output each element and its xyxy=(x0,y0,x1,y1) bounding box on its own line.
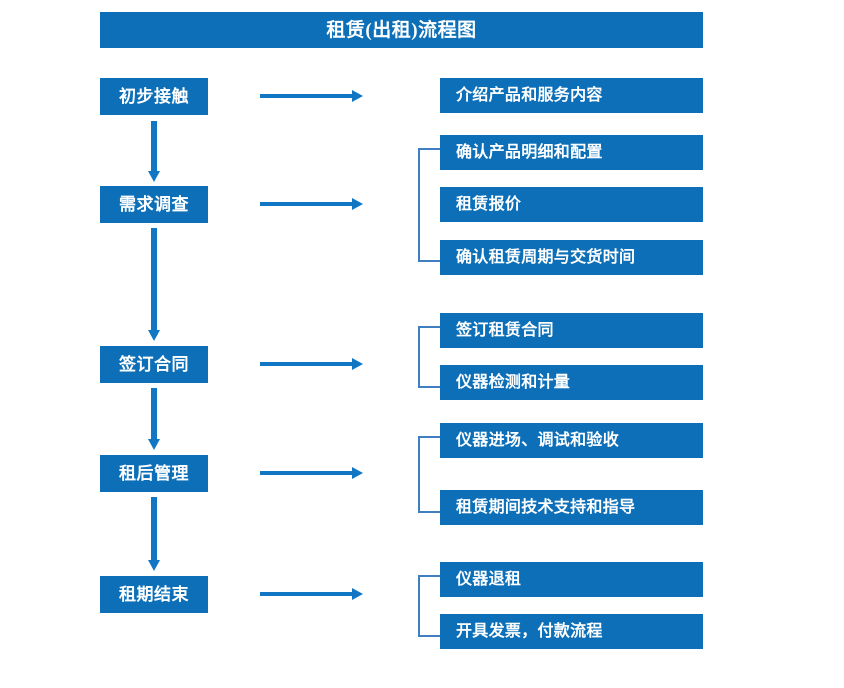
detail-box-invoice-payment[interactable]: 开具发票，付款流程 xyxy=(440,614,703,649)
detail-label: 租赁期间技术支持和指导 xyxy=(456,498,636,516)
arrow-head xyxy=(148,560,160,571)
stage-box-sign-contract[interactable]: 签订合同 xyxy=(100,346,208,383)
detail-box-confirm-period-delivery[interactable]: 确认租赁周期与交货时间 xyxy=(440,240,703,275)
detail-arrow-right-3 xyxy=(260,358,363,370)
arrow-head xyxy=(352,467,363,479)
detail-box-sign-rental-contract[interactable]: 签订租赁合同 xyxy=(440,313,703,348)
detail-box-instrument-return[interactable]: 仪器退租 xyxy=(440,562,703,597)
flow-arrow-down-4 xyxy=(148,497,160,571)
detail-label: 仪器进场、调试和验收 xyxy=(456,431,620,449)
flow-arrow-down-2 xyxy=(148,228,160,341)
arrow-shaft xyxy=(260,202,353,206)
detail-label: 签订租赁合同 xyxy=(456,321,554,339)
detail-label: 开具发票，付款流程 xyxy=(456,622,603,640)
bracket-group-rental-end xyxy=(418,575,440,637)
arrow-head xyxy=(148,171,160,182)
stage-box-initial-contact[interactable]: 初步接触 xyxy=(100,78,208,115)
stage-label: 初步接触 xyxy=(119,87,189,106)
flowchart-title: 租赁(出租)流程图 xyxy=(326,19,477,41)
detail-label: 确认产品明细和配置 xyxy=(456,143,603,161)
detail-arrow-right-5 xyxy=(260,588,363,600)
stage-box-post-rental-mgmt[interactable]: 租后管理 xyxy=(100,455,208,492)
detail-box-technical-support[interactable]: 租赁期间技术支持和指导 xyxy=(440,490,703,525)
detail-label: 介绍产品和服务内容 xyxy=(456,86,603,104)
stage-label: 租期结束 xyxy=(119,585,189,604)
flowchart-title-bar: 租赁(出租)流程图 xyxy=(100,12,703,48)
arrow-shaft xyxy=(260,362,353,366)
arrow-head xyxy=(352,198,363,210)
arrow-shaft xyxy=(260,94,353,98)
detail-label: 仪器检测和计量 xyxy=(456,373,571,391)
arrow-shaft xyxy=(151,497,157,560)
bracket-group-post-rental-mgmt xyxy=(418,436,440,513)
arrow-head xyxy=(352,588,363,600)
stage-box-needs-survey[interactable]: 需求调查 xyxy=(100,186,208,223)
detail-box-introduce-products[interactable]: 介绍产品和服务内容 xyxy=(440,78,703,113)
detail-box-confirm-product-spec[interactable]: 确认产品明细和配置 xyxy=(440,135,703,170)
arrow-shaft xyxy=(151,228,157,330)
detail-label: 仪器退租 xyxy=(456,570,522,588)
detail-box-instrument-inspection[interactable]: 仪器检测和计量 xyxy=(440,365,703,400)
detail-box-instrument-commissioning[interactable]: 仪器进场、调试和验收 xyxy=(440,423,703,458)
detail-label: 租赁报价 xyxy=(456,195,522,213)
detail-arrow-right-2 xyxy=(260,198,363,210)
arrow-head xyxy=(148,439,160,450)
detail-arrow-right-1 xyxy=(260,90,363,102)
detail-arrow-right-4 xyxy=(260,467,363,479)
bracket-group-sign-contract xyxy=(418,326,440,388)
arrow-head xyxy=(352,90,363,102)
stage-label: 签订合同 xyxy=(119,355,189,374)
arrow-head xyxy=(352,358,363,370)
stage-label: 租后管理 xyxy=(119,464,189,483)
stage-label: 需求调查 xyxy=(119,195,189,214)
arrow-head xyxy=(148,330,160,341)
bracket-group-needs-survey xyxy=(418,148,440,262)
arrow-shaft xyxy=(151,121,157,171)
flow-arrow-down-1 xyxy=(148,121,160,182)
arrow-shaft xyxy=(260,592,353,596)
detail-label: 确认租赁周期与交货时间 xyxy=(456,248,636,266)
arrow-shaft xyxy=(151,388,157,439)
stage-box-rental-end[interactable]: 租期结束 xyxy=(100,576,208,613)
arrow-shaft xyxy=(260,471,353,475)
flow-arrow-down-3 xyxy=(148,388,160,450)
detail-box-rental-quote[interactable]: 租赁报价 xyxy=(440,187,703,222)
